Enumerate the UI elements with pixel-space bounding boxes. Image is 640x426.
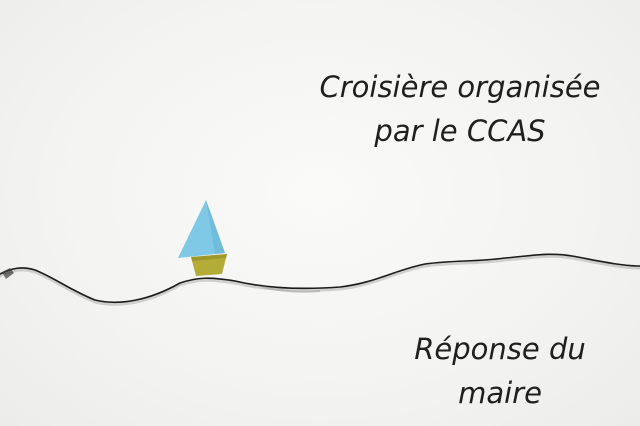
caption-cruise: Croisière organisée par le CCAS	[300, 66, 620, 153]
boat-hull-shade	[191, 254, 227, 261]
caption-mayor-reply-line-1: Réponse du	[414, 332, 586, 366]
paper-tear-middle	[261, 286, 321, 293]
paper-crack	[0, 253, 640, 303]
caption-cruise-line-2: par le CCAS	[374, 113, 546, 148]
paper-tear-left	[2, 268, 14, 279]
boat-sail-edge	[206, 200, 225, 254]
caption-cruise-line-1: Croisière organisée	[319, 70, 601, 104]
caption-mayor-reply: Réponse du maire	[380, 328, 620, 415]
caption-mayor-reply-line-2: maire	[458, 375, 542, 410]
paper-crack-shadow	[0, 254, 640, 306]
